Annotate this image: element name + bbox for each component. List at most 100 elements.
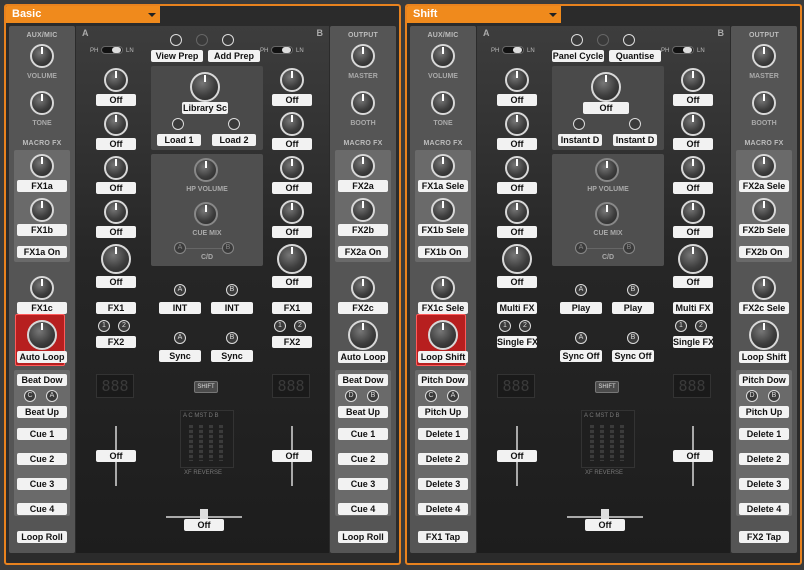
- fx2b-select-label[interactable]: FX2b Sele: [739, 224, 789, 236]
- load-2-button[interactable]: Load 2: [212, 134, 256, 146]
- deck-c-button[interactable]: C: [24, 390, 36, 402]
- panel-title-dropdown[interactable]: Basic: [6, 6, 160, 23]
- loop-shift-label-right[interactable]: Loop Shift: [739, 351, 789, 363]
- play-b-round[interactable]: B: [627, 284, 639, 296]
- fx2c-label[interactable]: FX2c: [338, 302, 388, 314]
- channel-fader-left-label[interactable]: Off: [96, 450, 136, 462]
- fx1a-label[interactable]: FX1a: [17, 180, 67, 192]
- fx2b-on-button[interactable]: FX2b On: [739, 246, 789, 258]
- multi-fx-left[interactable]: Multi FX: [497, 302, 537, 314]
- beat-down-button[interactable]: Beat Dow: [17, 374, 67, 386]
- loop-shift-knob[interactable]: [428, 320, 458, 350]
- ch-left-knob-3[interactable]: [104, 156, 128, 180]
- master-knob[interactable]: [752, 44, 776, 68]
- beat-up-button[interactable]: Beat Up: [17, 406, 67, 418]
- single-fx-right[interactable]: Single FX: [673, 336, 713, 348]
- ch-right-off-2[interactable]: Off: [272, 138, 312, 150]
- auto-loop-label-right[interactable]: Auto Loop: [338, 351, 388, 363]
- ch-left-off-3[interactable]: Off: [96, 182, 136, 194]
- sync-button-right[interactable]: Sync: [211, 350, 253, 362]
- fx2a-knob[interactable]: [752, 154, 776, 178]
- delete-2-button-right[interactable]: Delete 2: [739, 453, 789, 465]
- quantise-button[interactable]: Quantise: [609, 50, 661, 62]
- ch-right-gain-knob[interactable]: [277, 244, 307, 274]
- ch-left-off-5[interactable]: Off: [96, 276, 136, 288]
- ch-right-knob-4[interactable]: [280, 200, 304, 224]
- ch-right-gain-knob[interactable]: [678, 244, 708, 274]
- ch-right-off-4[interactable]: Off: [272, 226, 312, 238]
- cue-1-button[interactable]: Cue 1: [17, 428, 67, 440]
- fx2-assign-left[interactable]: FX2: [96, 336, 136, 348]
- fx1-number-right[interactable]: 1: [675, 320, 687, 332]
- master-knob[interactable]: [351, 44, 375, 68]
- beat-down-button-right[interactable]: Beat Dow: [338, 374, 388, 386]
- fx1c-knob[interactable]: [30, 276, 54, 300]
- top-right-round-button[interactable]: [222, 34, 234, 46]
- auto-loop-knob-right[interactable]: [348, 320, 378, 350]
- auto-loop-knob[interactable]: [27, 320, 57, 350]
- channel-fader-right-label[interactable]: Off: [673, 450, 713, 462]
- sync-a-round[interactable]: A: [575, 332, 587, 344]
- ch-right-off-5[interactable]: Off: [272, 276, 312, 288]
- fx1c-knob[interactable]: [431, 276, 455, 300]
- delete-1-button-right[interactable]: Delete 1: [739, 428, 789, 440]
- add-prep-button[interactable]: Add Prep: [208, 50, 260, 62]
- ch-right-knob-1[interactable]: [280, 68, 304, 92]
- ch-left-knob-2[interactable]: [505, 112, 529, 136]
- play-button-right[interactable]: Play: [612, 302, 654, 314]
- cue-mix-knob[interactable]: [194, 202, 218, 226]
- cue-3-button-right[interactable]: Cue 3: [338, 478, 388, 490]
- fx2b-knob[interactable]: [351, 198, 375, 222]
- sync-button-left[interactable]: Sync: [159, 350, 201, 362]
- deck-c-button[interactable]: C: [425, 390, 437, 402]
- ph-ln-toggle-right[interactable]: [271, 46, 293, 54]
- fx1b-knob[interactable]: [431, 198, 455, 222]
- ch-right-off-3[interactable]: Off: [673, 182, 713, 194]
- delete-4-button-right[interactable]: Delete 4: [739, 503, 789, 515]
- hp-volume-knob[interactable]: [595, 158, 619, 182]
- ch-left-off-4[interactable]: Off: [497, 226, 537, 238]
- ch-right-off-2[interactable]: Off: [673, 138, 713, 150]
- deck-b-button[interactable]: B: [367, 390, 379, 402]
- fx2c-select-label[interactable]: FX2c Sele: [739, 302, 789, 314]
- loop-shift-knob-right[interactable]: [749, 320, 779, 350]
- panel-title-dropdown[interactable]: Shift: [407, 6, 561, 23]
- ch-right-off-4[interactable]: Off: [673, 226, 713, 238]
- fx1b-knob[interactable]: [30, 198, 54, 222]
- crossfader[interactable]: [166, 506, 242, 528]
- view-prep-button[interactable]: View Prep: [151, 50, 203, 62]
- instant-double-2-button[interactable]: Instant D: [613, 134, 657, 146]
- beat-up-button-right[interactable]: Beat Up: [338, 406, 388, 418]
- ph-ln-toggle-left[interactable]: [502, 46, 524, 54]
- cue-4-button[interactable]: Cue 4: [17, 503, 67, 515]
- sync-a-round[interactable]: A: [174, 332, 186, 344]
- ch-right-off-1[interactable]: Off: [272, 94, 312, 106]
- ph-ln-toggle-right[interactable]: [672, 46, 694, 54]
- play-button-left[interactable]: Play: [560, 302, 602, 314]
- auto-loop-label[interactable]: Auto Loop: [17, 351, 67, 363]
- load-1-round[interactable]: [172, 118, 184, 130]
- fx1a-select-label[interactable]: FX1a Sele: [418, 180, 468, 192]
- delete-2-button[interactable]: Delete 2: [418, 453, 468, 465]
- fx2b-label[interactable]: FX2b: [338, 224, 388, 236]
- fx1b-on-button[interactable]: FX1b On: [418, 246, 468, 258]
- ch-right-knob-1[interactable]: [681, 68, 705, 92]
- crossfader-label[interactable]: Off: [585, 519, 625, 531]
- pitch-down-button[interactable]: Pitch Dow: [418, 374, 468, 386]
- tone-knob[interactable]: [30, 91, 54, 115]
- cue-3-button[interactable]: Cue 3: [17, 478, 67, 490]
- int-button-right[interactable]: INT: [211, 302, 253, 314]
- sync-off-left[interactable]: Sync Off: [560, 350, 602, 362]
- volume-knob[interactable]: [431, 44, 455, 68]
- ch-left-off-2[interactable]: Off: [96, 138, 136, 150]
- ch-right-knob-2[interactable]: [280, 112, 304, 136]
- int-button-left[interactable]: INT: [159, 302, 201, 314]
- load-2-round[interactable]: [228, 118, 240, 130]
- ch-left-knob-3[interactable]: [505, 156, 529, 180]
- deck-a-button[interactable]: A: [447, 390, 459, 402]
- fx1c-label[interactable]: FX1c: [17, 302, 67, 314]
- loop-roll-button[interactable]: Loop Roll: [17, 531, 67, 543]
- hp-volume-knob[interactable]: [194, 158, 218, 182]
- shift-button[interactable]: SHIFT: [194, 381, 218, 393]
- fx1-number-right[interactable]: 1: [274, 320, 286, 332]
